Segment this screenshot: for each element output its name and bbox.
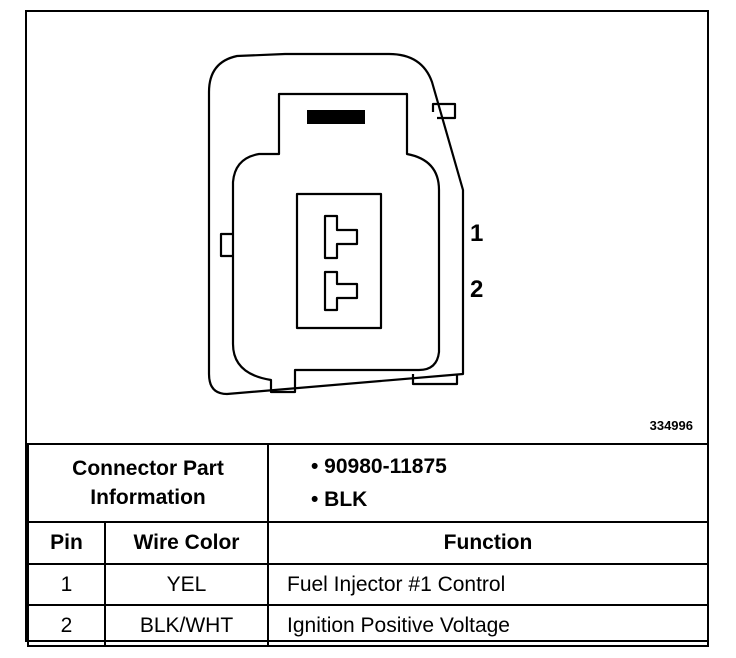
pin-label-1: 1: [470, 220, 484, 247]
row-wire-color: YEL: [104, 563, 269, 606]
row-pin: 1: [27, 563, 106, 606]
table-header-row: Pin Wire Color Function: [27, 521, 709, 565]
header-wire-color: Wire Color: [104, 521, 269, 565]
connector-inner-housing: [231, 92, 441, 394]
pin-label-2: 2: [470, 276, 484, 303]
connector-bottom-ledge: [411, 374, 459, 386]
connector-part-label-line2: Information: [90, 486, 206, 509]
connector-part-label-line1: Connector Part: [72, 457, 224, 480]
header-pin: Pin: [27, 521, 106, 565]
table-row: 1 YEL Fuel Injector #1 Control: [27, 563, 709, 606]
header-function: Function: [267, 521, 709, 565]
connector-latch-tab: [431, 102, 457, 120]
row-pin: 2: [27, 604, 106, 647]
key-bar: [307, 110, 365, 124]
terminal-2-shape: [323, 270, 359, 312]
connector-part-number: • 90980-11875: [311, 455, 447, 478]
figure-number: 334996: [649, 418, 693, 433]
table-row: 2 BLK/WHT Ignition Positive Voltage: [27, 604, 709, 647]
connector-diagram: 1 2 334996: [27, 12, 707, 443]
terminal-cavity-box: [295, 192, 383, 330]
connector-left-notch: [219, 232, 233, 258]
connector-part-row: Connector Part Information • 90980-11875…: [27, 443, 709, 523]
terminal-1-shape: [323, 214, 359, 260]
connector-part-values: • 90980-11875 • BLK: [267, 443, 709, 523]
connector-info-table: Connector Part Information • 90980-11875…: [27, 443, 709, 647]
row-wire-color: BLK/WHT: [104, 604, 269, 647]
connector-sheet: 1 2 334996 Connector Part Information • …: [25, 10, 709, 647]
connector-part-label: Connector Part Information: [27, 443, 269, 523]
connector-color: • BLK: [311, 488, 368, 511]
connector-outer-housing: [207, 52, 465, 396]
row-function: Fuel Injector #1 Control: [267, 563, 709, 606]
row-function: Ignition Positive Voltage: [267, 604, 709, 647]
connector-face-drawing: [207, 52, 465, 396]
